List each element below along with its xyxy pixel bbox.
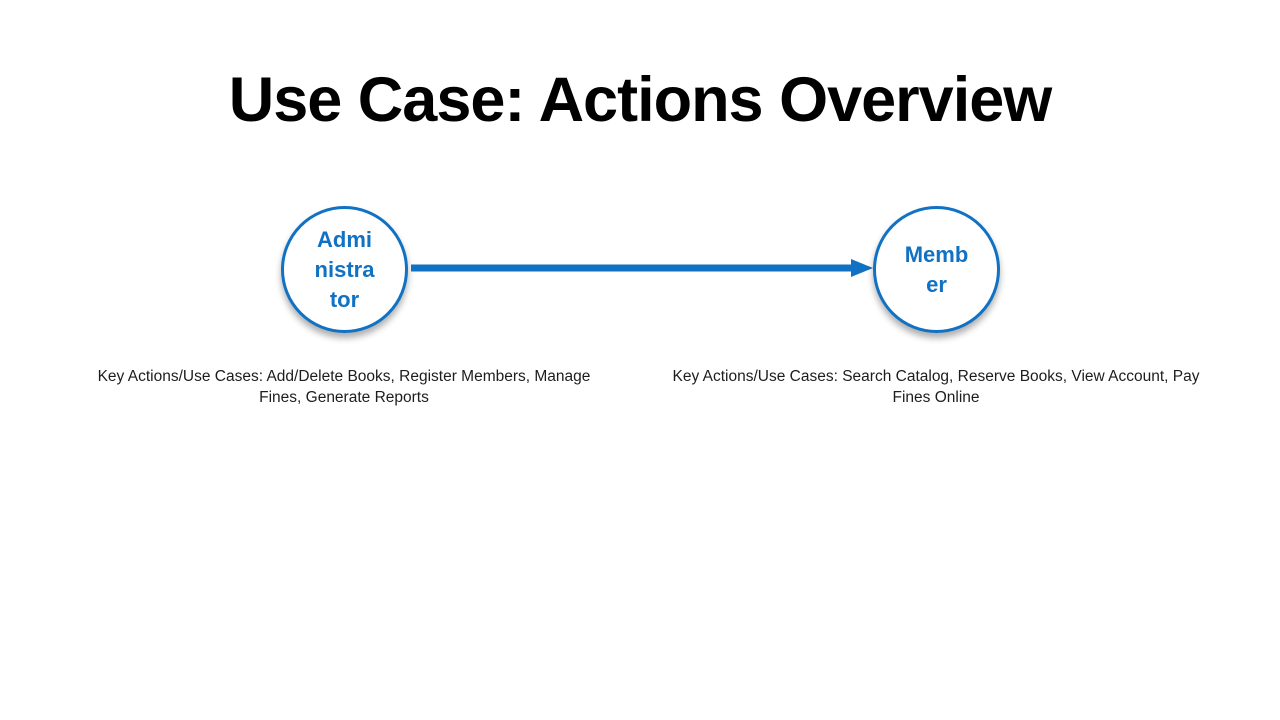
- actor-label-line: Memb: [904, 241, 969, 267]
- actor-label-line: er: [926, 271, 947, 297]
- connector-arrowhead-icon: [851, 259, 873, 277]
- actor-description-member: Key Actions/Use Cases: Search Catalog, R…: [672, 368, 1200, 406]
- actor-circle-member: Memb er: [873, 206, 1000, 333]
- actor-circle-administrator: Admi nistra tor: [281, 206, 408, 333]
- actor-label-line: Admi: [317, 226, 372, 252]
- actor-label-line: nistra: [314, 256, 375, 282]
- actor-label-line: tor: [329, 286, 360, 312]
- connector-arrow: [411, 259, 873, 277]
- slide-title: Use Case: Actions Overview: [228, 65, 1053, 135]
- actor-description-administrator: Key Actions/Use Cases: Add/Delete Books,…: [97, 368, 591, 406]
